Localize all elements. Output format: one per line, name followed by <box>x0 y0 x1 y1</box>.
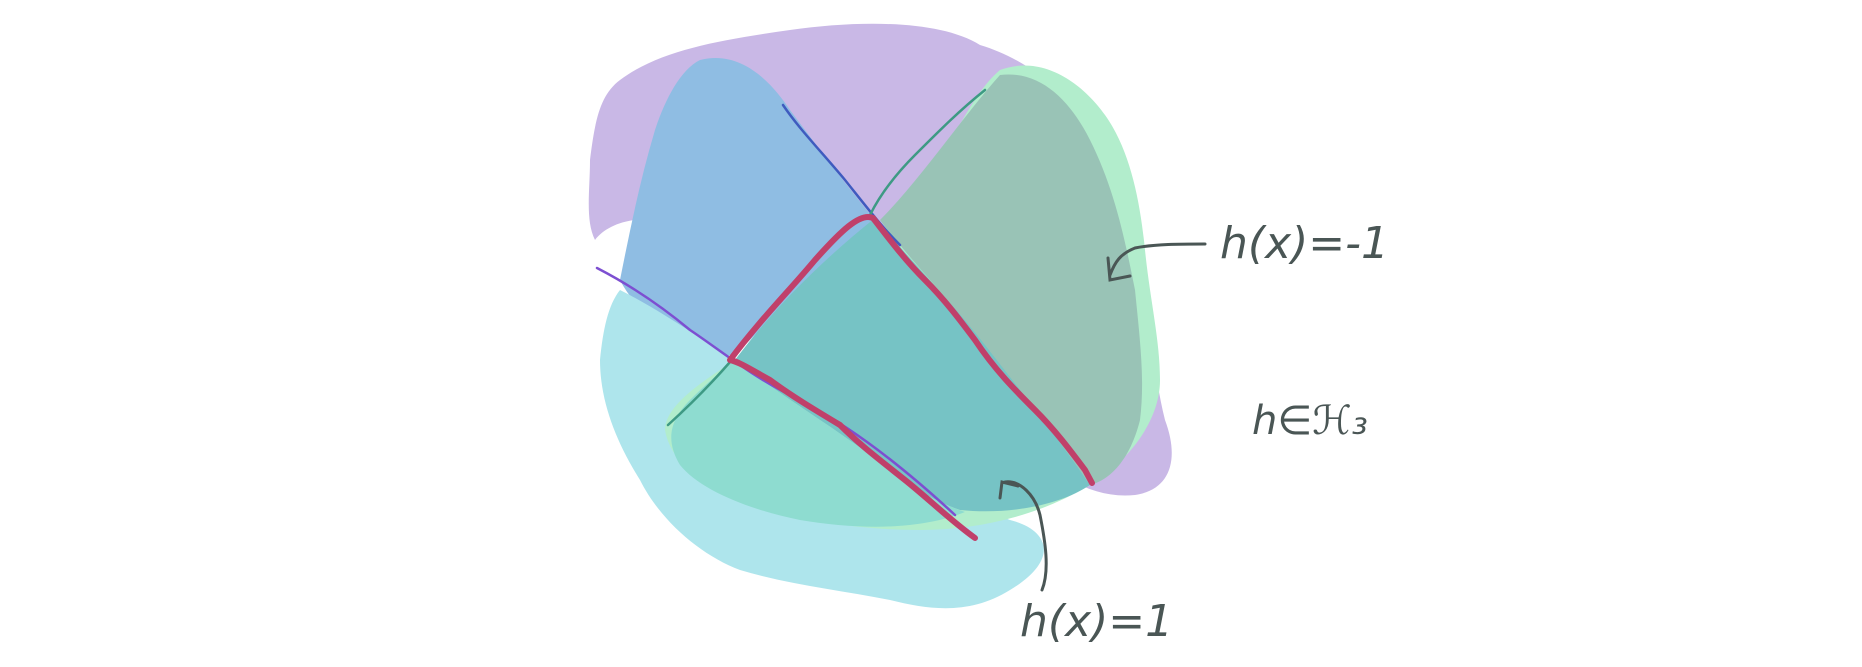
overlap-green <box>671 360 965 527</box>
decision-boundary <box>727 213 1095 541</box>
label-hypothesis: h∈ℋ₃ <box>1252 398 1368 444</box>
label-negative: h(x)=-1 <box>1220 218 1389 269</box>
overlap-sage <box>880 74 1143 486</box>
arrow-negative <box>1108 242 1207 277</box>
teal-line-lower <box>666 360 732 427</box>
region-blue <box>620 58 875 359</box>
arrow-positive-head <box>998 480 1020 500</box>
overlap-teal <box>735 218 1090 512</box>
label-positive: h(x)=1 <box>1020 596 1173 647</box>
arrow-negative-head <box>1106 256 1132 282</box>
teal-line-upper <box>868 88 987 217</box>
